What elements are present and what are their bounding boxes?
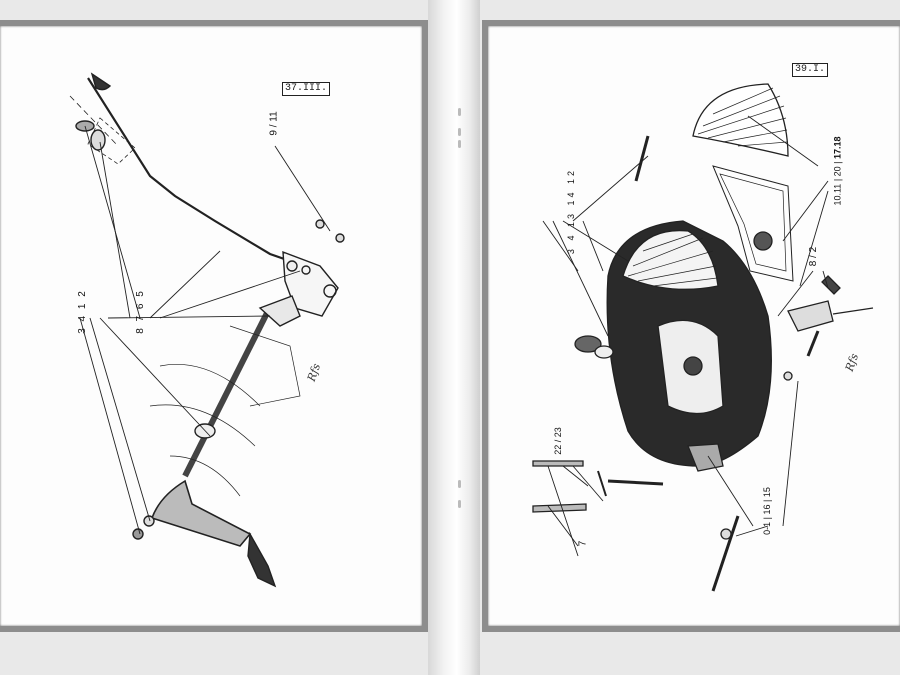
callout-mid-group: 10.11 | 20 | 17.18 (832, 136, 843, 206)
callout-9-11: 9 / 11 (268, 111, 280, 136)
callout-tap-group: 8 / 2 (808, 246, 820, 267)
book-gutter (428, 0, 480, 675)
fuel-tank-drawing (532, 83, 874, 592)
callout-8-7-6-5: 8 7 6 5 (134, 289, 146, 334)
brake-pedal-drawing (69, 72, 345, 588)
callout-top-group: 3 4 13 14 12 (566, 167, 577, 255)
right-page: 39.I. (482, 20, 900, 632)
callout-bottom-group: 0-1 | 16 | 15 (761, 487, 772, 535)
callout-7: 7 (577, 540, 589, 547)
figure-ref-number: 39.I. (792, 63, 829, 77)
left-page: 37.III. (0, 20, 428, 632)
figure-ref-number: 37.III. (282, 82, 331, 96)
callout-bolt-group: 22 / 23 (552, 427, 563, 455)
callout-3-4-1-2: 3 4 1 2 (76, 289, 88, 334)
